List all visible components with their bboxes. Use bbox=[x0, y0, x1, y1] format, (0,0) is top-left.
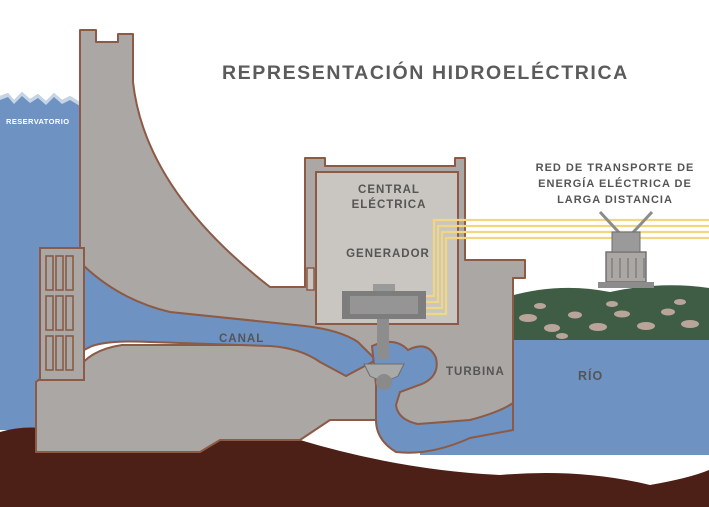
intake-grilles bbox=[45, 255, 74, 371]
grid-label-line3: LARGA DISTANCIA bbox=[557, 194, 673, 206]
riverbank-stones bbox=[519, 299, 699, 339]
riverbank-grass bbox=[510, 285, 709, 340]
turbine-label: TURBINA bbox=[446, 366, 505, 378]
turbine-shaft bbox=[377, 319, 389, 359]
outflow-channel bbox=[370, 340, 514, 454]
reservoir-foam bbox=[0, 92, 80, 106]
power-station-label: CENTRAL ELÉCTRICA bbox=[340, 183, 438, 213]
generator-cap bbox=[373, 284, 395, 292]
power-station-label-line2: ELÉCTRICA bbox=[351, 199, 427, 211]
generator-label: GENERADOR bbox=[346, 248, 430, 260]
transformer bbox=[598, 210, 654, 288]
power-station-label-line1: CENTRAL bbox=[358, 184, 420, 196]
grid-label-line1: RED DE TRANSPORTE DE bbox=[535, 162, 695, 174]
power-lines bbox=[426, 218, 709, 316]
penstock-channel bbox=[83, 263, 378, 378]
station-side-window bbox=[306, 267, 315, 291]
channel-label: CANAL bbox=[219, 333, 265, 345]
diagram-title: REPRESENTACIÓN HIDROELÉCTRICA bbox=[222, 62, 629, 84]
grid-label: RED DE TRANSPORTE DE ENERGÍA ELÉCTRICA D… bbox=[520, 160, 709, 208]
grid-label-line2: ENERGÍA ELÉCTRICA DE bbox=[538, 178, 692, 190]
river-label: RÍO bbox=[578, 369, 604, 383]
reservoir-label: RESERVATORIO bbox=[6, 117, 70, 126]
